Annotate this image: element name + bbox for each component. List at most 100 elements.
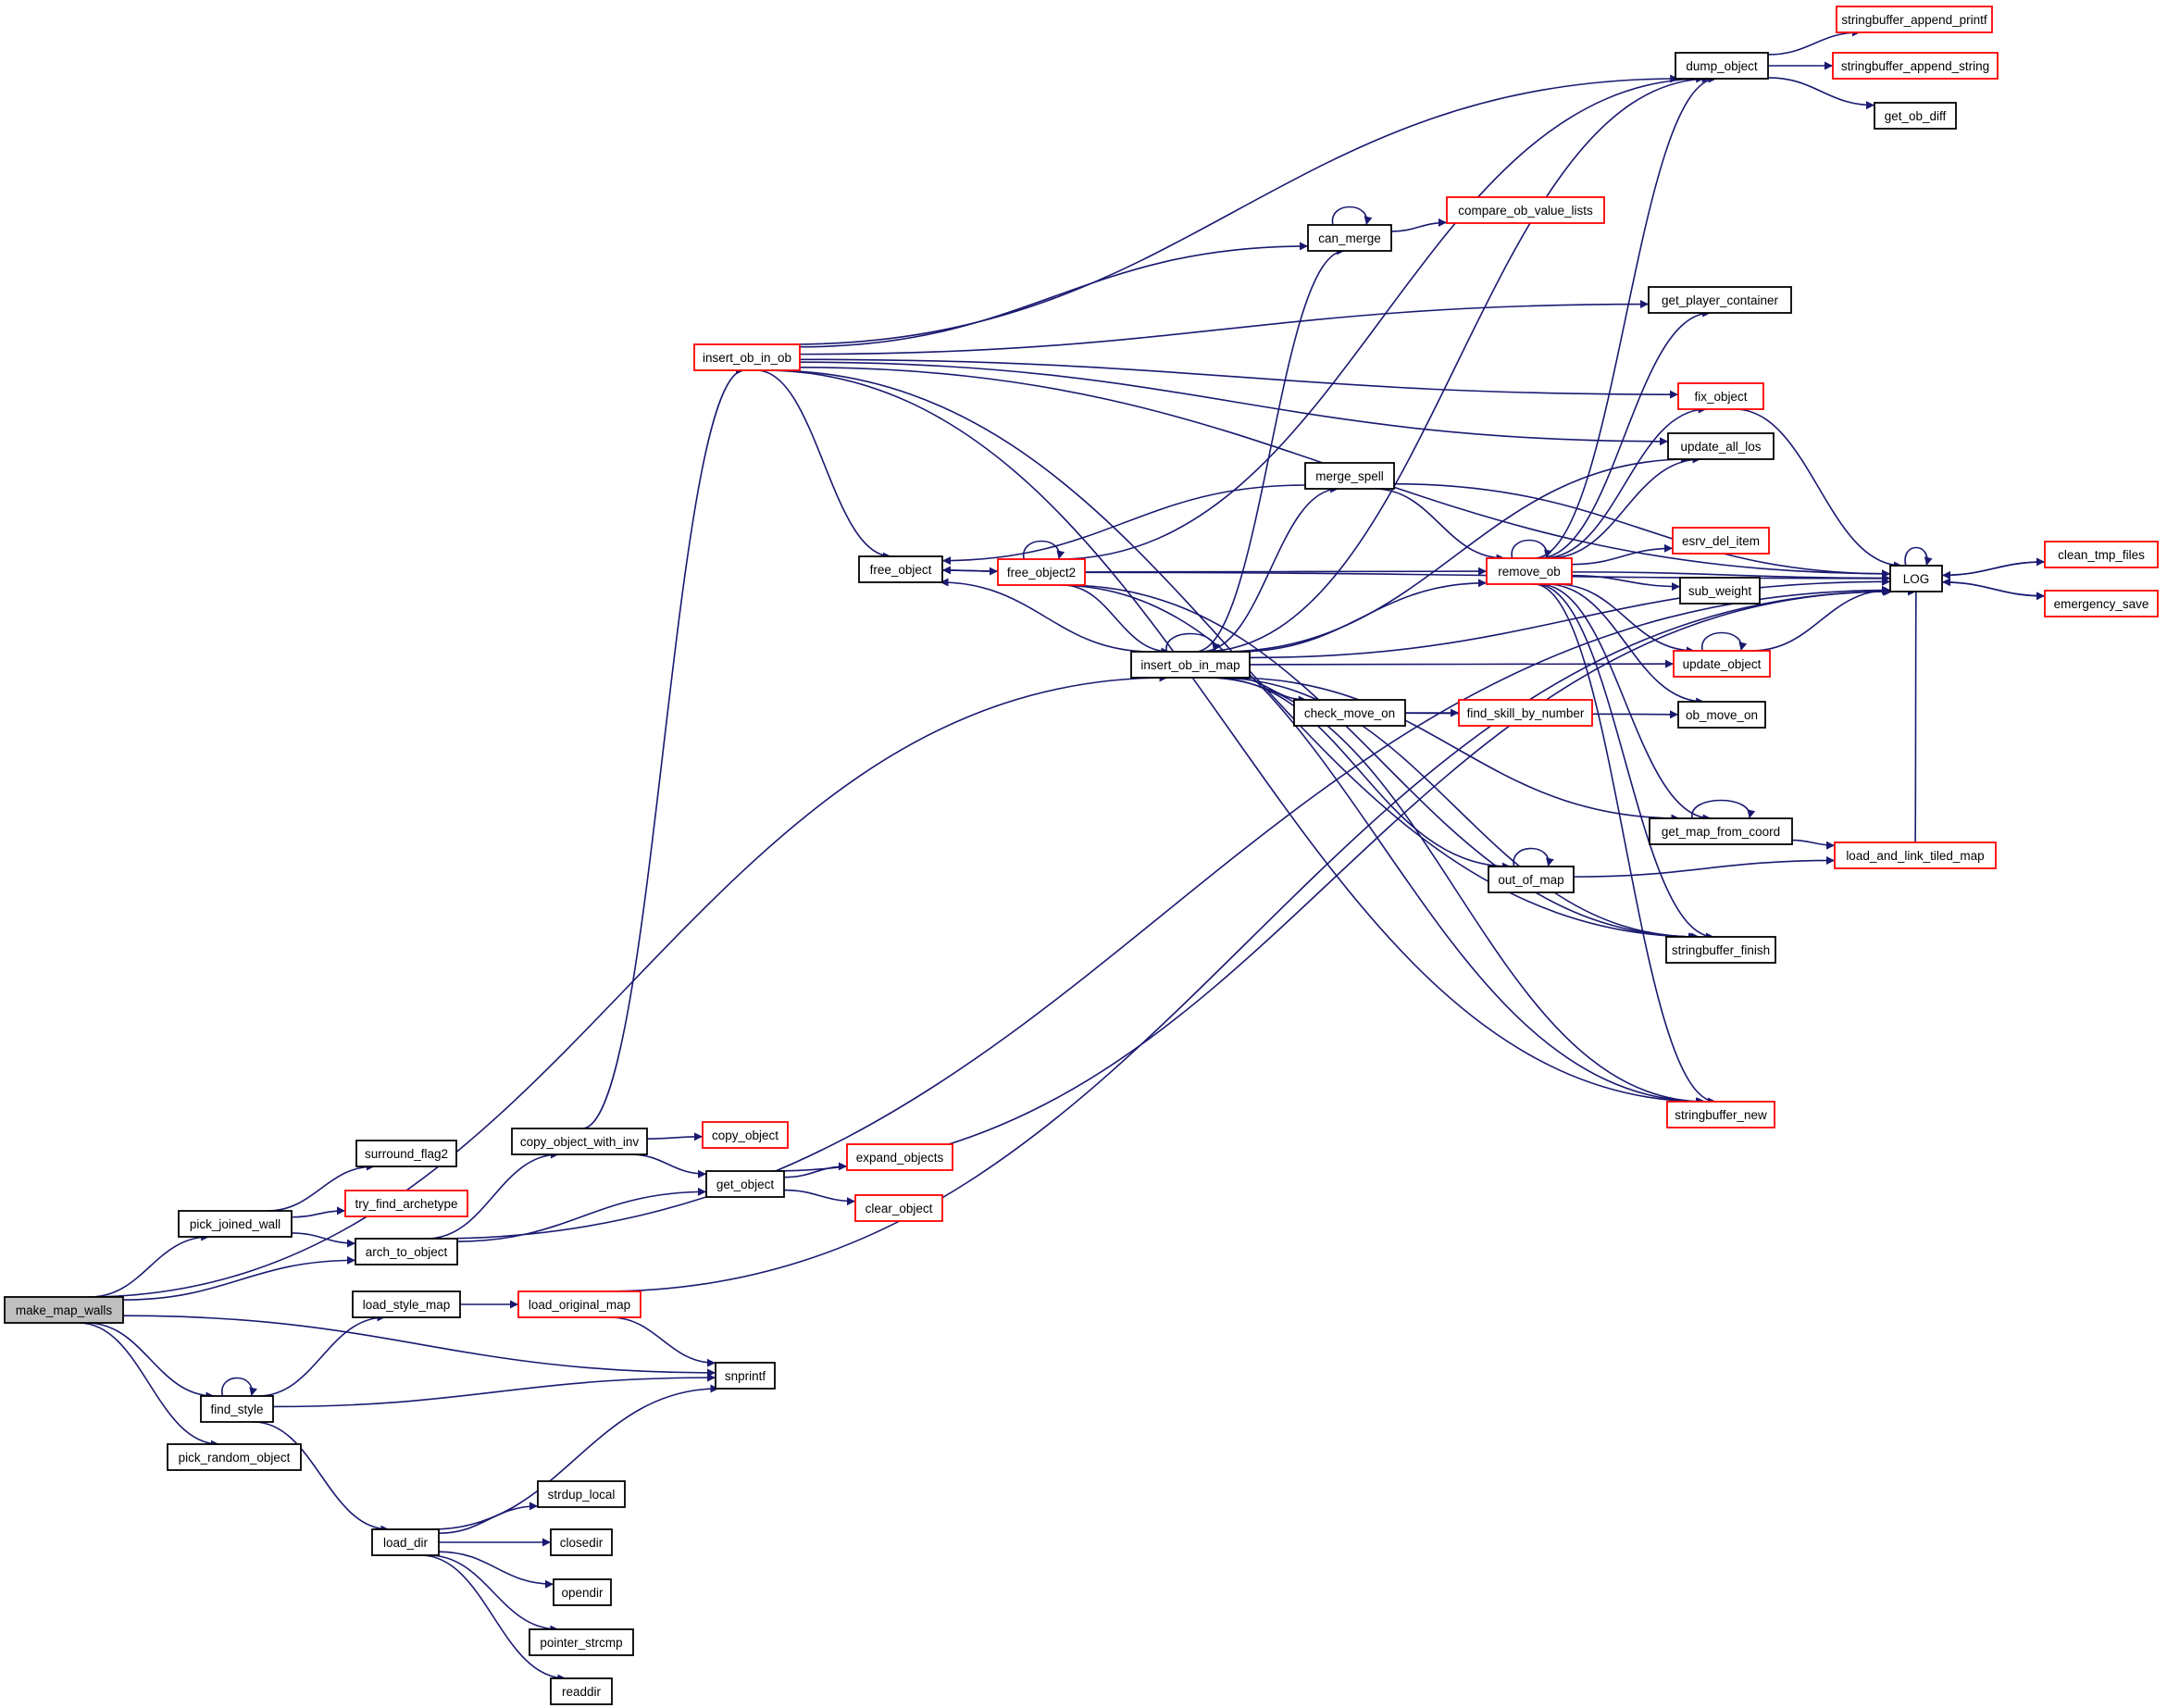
node-box-esrv-del-item <box>1672 527 1770 555</box>
edge-remove-ob-to-fix-object <box>1543 405 1707 559</box>
node-readdir[interactable]: readdir <box>550 1677 613 1705</box>
node-update-object[interactable]: update_object <box>1673 650 1771 678</box>
edge-copy-object-with-inv-to-copy-object <box>646 1132 704 1141</box>
edge-remove-ob-to-update-all-los <box>1549 455 1701 559</box>
edge-remove-ob-to-get-map-from-coord <box>1538 583 1712 823</box>
edge-insert-ob-in-map-to-LOG <box>1249 577 1891 659</box>
edge-insert-ob-in-map-to-stringbuffer-new <box>1205 677 1706 1106</box>
node-get-player-container[interactable]: get_player_container <box>1648 286 1792 314</box>
edge-make-map-walls-to-pick-random-object <box>79 1322 219 1449</box>
node-remove-ob[interactable]: remove_ob <box>1486 557 1573 585</box>
node-opendir[interactable]: opendir <box>553 1578 612 1606</box>
node-box-snprintf <box>715 1362 776 1390</box>
edge-free-object2-to-stringbuffer-finish <box>1065 584 1698 941</box>
edge-insert-ob-in-map-to-merge-spell <box>1201 484 1339 653</box>
edge-emergency-save-to-LOG <box>1941 578 2046 597</box>
node-label-load-dir: load_dir <box>383 1536 429 1550</box>
node-load-dir[interactable]: load_dir <box>371 1528 440 1556</box>
nodes-layer: make_map_walls pick_joined_wall arch_to_ob… <box>4 6 2159 1705</box>
node-expand-objects[interactable]: expand_objects <box>846 1143 953 1171</box>
node-surround-flag2[interactable]: surround_flag2 <box>355 1140 457 1167</box>
edge-merge-spell-to-free-object <box>941 484 1306 566</box>
node-compare-ob-value-lists[interactable]: compare_ob_value_lists <box>1446 196 1605 224</box>
edge-remove-ob-to-LOG <box>1571 571 1891 582</box>
node-label-opendir: opendir <box>561 1586 604 1600</box>
node-box-get-map-from-coord <box>1649 817 1793 845</box>
node-box-compare-ob-value-lists <box>1446 196 1605 224</box>
node-box-insert-ob-in-ob <box>693 343 801 371</box>
node-fix-object[interactable]: fix_object <box>1677 382 1764 410</box>
node-closedir[interactable]: closedir <box>550 1528 613 1556</box>
node-box-stringbuffer-finish <box>1665 936 1776 964</box>
edge-clean-tmp-files-to-LOG <box>1941 561 2046 580</box>
node-clear-object[interactable]: clear_object <box>854 1194 943 1222</box>
node-box-opendir <box>553 1578 612 1606</box>
node-pointer-strcmp[interactable]: pointer_strcmp <box>529 1628 634 1656</box>
node-out-of-map[interactable]: out_of_map <box>1488 866 1575 893</box>
node-clean-tmp-files[interactable]: clean_tmp_files <box>2044 541 2159 568</box>
node-LOG[interactable]: LOG <box>1889 565 1943 592</box>
edge-merge-spell-to-LOG <box>1393 482 1891 579</box>
node-try-find-archetype[interactable]: try_find_archetype <box>344 1190 468 1217</box>
node-strdup-local[interactable]: strdup_local <box>537 1480 626 1508</box>
node-copy-object[interactable]: copy_object <box>702 1121 789 1149</box>
node-stringbuffer-append-string[interactable]: stringbuffer_append_string <box>1832 52 1999 80</box>
node-label-pick-random-object: pick_random_object <box>179 1451 291 1465</box>
node-stringbuffer-finish[interactable]: stringbuffer_finish <box>1665 936 1776 964</box>
node-copy-object-with-inv[interactable]: copy_object_with_inv <box>511 1128 648 1155</box>
node-arch-to-object[interactable]: arch_to_object <box>355 1238 458 1265</box>
node-check-move-on[interactable]: check_move_on <box>1293 699 1406 727</box>
node-pick-random-object[interactable]: pick_random_object <box>167 1443 302 1471</box>
node-stringbuffer-append-printf[interactable]: stringbuffer_append_printf <box>1836 6 1993 33</box>
node-get-map-from-coord[interactable]: get_map_from_coord <box>1649 817 1793 845</box>
node-free-object[interactable]: free_object <box>858 555 943 583</box>
node-snprintf[interactable]: snprintf <box>715 1362 776 1390</box>
node-box-dump-object <box>1675 52 1769 80</box>
node-pick-joined-wall[interactable]: pick_joined_wall <box>178 1210 293 1238</box>
node-label-get-player-container: get_player_container <box>1662 293 1779 307</box>
node-stringbuffer-new[interactable]: stringbuffer_new <box>1666 1101 1775 1128</box>
node-merge-spell[interactable]: merge_spell <box>1304 462 1395 490</box>
node-make-map-walls[interactable]: make_map_walls <box>4 1296 124 1324</box>
edge-make-map-walls-to-find-style <box>86 1322 215 1401</box>
edge-remove-ob-to-remove-ob <box>1511 539 1552 559</box>
node-label-LOG: LOG <box>1903 572 1930 586</box>
edge-out-of-map-to-load-and-link-tiled-map <box>1573 855 1836 878</box>
node-get-ob-diff[interactable]: get_ob_diff <box>1874 102 1957 130</box>
edge-load-dir-to-readdir <box>420 1554 567 1683</box>
node-find-style[interactable]: find_style <box>200 1395 274 1423</box>
node-label-load-original-map: load_original_map <box>529 1298 630 1312</box>
node-box-update-all-los <box>1667 432 1775 460</box>
node-free-object2[interactable]: free_object2 <box>997 558 1086 586</box>
node-can-merge[interactable]: can_merge <box>1307 224 1392 252</box>
edge-find-style-to-load-style-map <box>257 1313 386 1397</box>
node-find-skill-by-number[interactable]: find_skill_by_number <box>1458 699 1593 727</box>
node-box-update-object <box>1673 650 1771 678</box>
edge-arch-to-object-to-LOG <box>435 585 1891 1240</box>
edge-can-merge-to-can-merge <box>1331 206 1373 226</box>
node-box-find-skill-by-number <box>1458 699 1593 727</box>
node-insert-ob-in-ob[interactable]: insert_ob_in_ob <box>693 343 801 371</box>
node-label-can-merge: can_merge <box>1318 231 1381 245</box>
node-box-load-style-map <box>352 1290 461 1318</box>
node-load-style-map[interactable]: load_style_map <box>352 1290 461 1318</box>
node-get-object[interactable]: get_object <box>705 1170 785 1198</box>
node-label-merge-spell: merge_spell <box>1315 469 1384 483</box>
node-load-and-link-tiled-map[interactable]: load_and_link_tiled_map <box>1834 842 1997 869</box>
edge-arch-to-object-to-get-object <box>456 1187 707 1242</box>
node-esrv-del-item[interactable]: esrv_del_item <box>1672 527 1770 555</box>
node-insert-ob-in-map[interactable]: insert_ob_in_map <box>1130 651 1251 679</box>
node-dump-object[interactable]: dump_object <box>1675 52 1769 80</box>
node-load-original-map[interactable]: load_original_map <box>517 1290 641 1318</box>
edge-load-dir-to-opendir <box>438 1551 554 1589</box>
node-box-readdir <box>550 1677 613 1705</box>
node-box-stringbuffer-new <box>1666 1101 1775 1128</box>
node-ob-move-on[interactable]: ob_move_on <box>1677 701 1766 729</box>
node-emergency-save[interactable]: emergency_save <box>2044 590 2159 617</box>
node-update-all-los[interactable]: update_all_los <box>1667 432 1775 460</box>
node-box-closedir <box>550 1528 613 1556</box>
node-sub-weight[interactable]: sub_weight <box>1679 577 1761 605</box>
node-label-stringbuffer-finish: stringbuffer_finish <box>1672 943 1770 957</box>
node-box-out-of-map <box>1488 866 1575 893</box>
node-label-insert-ob-in-map: insert_ob_in_map <box>1140 658 1239 672</box>
